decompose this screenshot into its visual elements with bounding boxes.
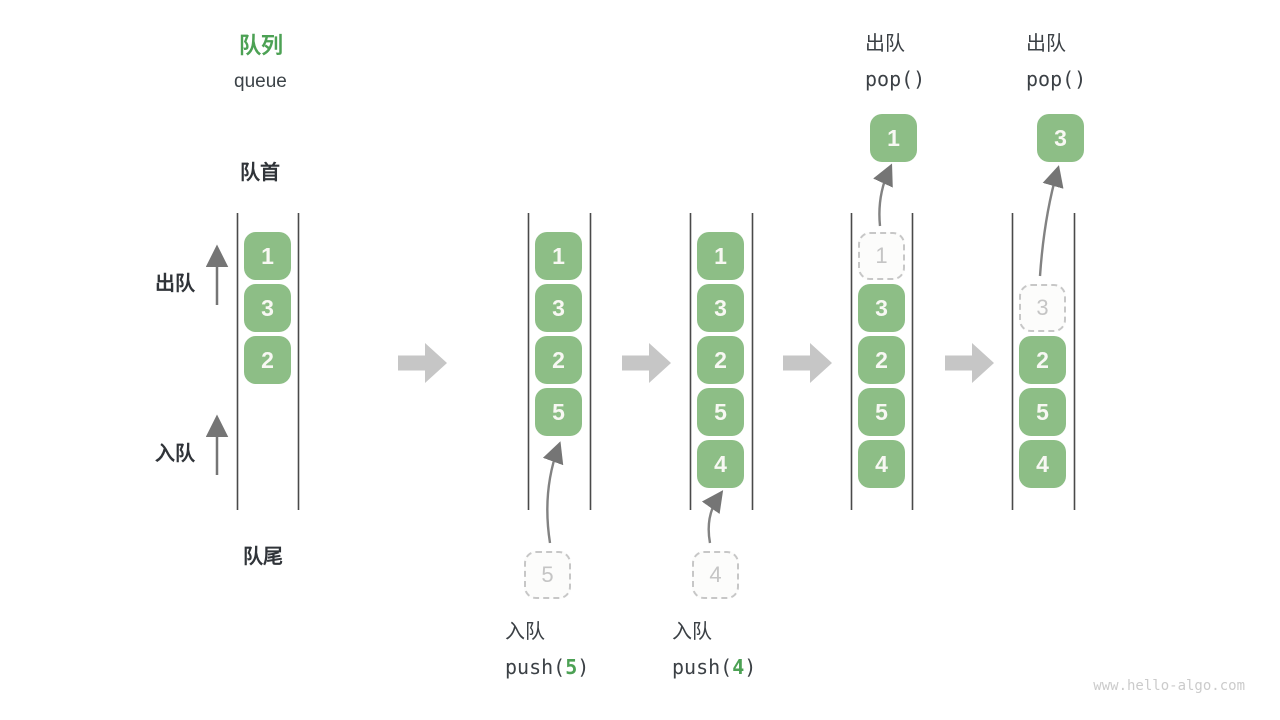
front-label: 队首 xyxy=(240,162,280,184)
push-operation-code: push(4) xyxy=(672,655,757,679)
queue-item-box: 1 xyxy=(535,232,582,280)
pop-operation-code: pop() xyxy=(1026,67,1087,91)
queue-item-box: 4 xyxy=(858,440,905,488)
removed-item-placeholder: 3 xyxy=(1019,284,1066,332)
incoming-item-placeholder: 5 xyxy=(524,551,571,599)
dequeue-motion-arrow-icon xyxy=(1038,165,1064,277)
queue-item-box: 2 xyxy=(244,336,291,384)
next-state-arrow-icon xyxy=(398,343,447,383)
next-state-arrow-icon xyxy=(622,343,671,383)
push-operation-zh: 入队 xyxy=(505,621,545,643)
push-arg-value: 4 xyxy=(732,655,745,679)
queue-item-box: 5 xyxy=(697,388,744,436)
queue-title: 队列 xyxy=(239,33,284,58)
rear-label: 队尾 xyxy=(243,546,283,568)
queue-item-box: 1 xyxy=(244,232,291,280)
queue-item-box: 5 xyxy=(1019,388,1066,436)
queue-container-walls xyxy=(236,213,1076,510)
watermark: www.hello-algo.com xyxy=(1093,678,1245,694)
queue-item-box: 2 xyxy=(1019,336,1066,384)
push-operation-label: 入队 push(5) xyxy=(505,620,589,679)
popped-item-box: 1 xyxy=(870,114,917,162)
queue-item-box: 2 xyxy=(858,336,905,384)
queue-item-box: 4 xyxy=(1019,440,1066,488)
queue-item-box: 3 xyxy=(535,284,582,332)
queue-item-box: 5 xyxy=(535,388,582,436)
next-state-arrow-icon xyxy=(945,343,994,383)
queue-item-box: 2 xyxy=(697,336,744,384)
incoming-item-placeholder: 4 xyxy=(692,551,739,599)
queue-item-box: 3 xyxy=(697,284,744,332)
queue-item-box: 2 xyxy=(535,336,582,384)
enqueue-motion-arrow-icon xyxy=(701,490,724,544)
queue-subtitle: queue xyxy=(234,71,287,92)
pop-operation-label: 出队 pop() xyxy=(1026,32,1086,91)
queue-item-box: 3 xyxy=(244,284,291,332)
pop-operation-code: pop() xyxy=(865,67,926,91)
pop-operation-zh: 出队 xyxy=(865,33,905,55)
removed-item-placeholder: 1 xyxy=(858,232,905,280)
push-operation-label: 入队 push(4) xyxy=(672,620,756,679)
push-operation-zh: 入队 xyxy=(672,621,712,643)
push-arg-value: 5 xyxy=(565,655,578,679)
pop-operation-label: 出队 pop() xyxy=(865,32,925,91)
queue-item-box: 4 xyxy=(697,440,744,488)
enqueue-motion-arrow-icon xyxy=(542,441,564,544)
push-operation-code: push(5) xyxy=(505,655,590,679)
popped-item-box: 3 xyxy=(1037,114,1084,162)
enqueue-label: 入队 xyxy=(155,443,195,465)
dequeue-label: 出队 xyxy=(155,273,195,295)
queue-item-box: 1 xyxy=(697,232,744,280)
next-state-arrow-icon xyxy=(783,343,832,383)
queue-item-box: 3 xyxy=(858,284,905,332)
dequeue-motion-arrow-icon xyxy=(873,163,893,227)
pop-operation-zh: 出队 xyxy=(1026,33,1066,55)
queue-item-box: 5 xyxy=(858,388,905,436)
